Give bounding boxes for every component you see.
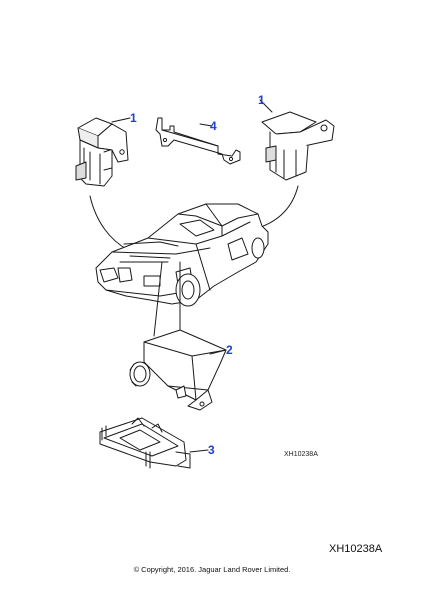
- control-module-part: [129, 329, 227, 411]
- callout-1-right: 1: [258, 93, 265, 107]
- car-illustration: [95, 203, 269, 307]
- mounting-bracket-part: [155, 117, 241, 165]
- sensor-right-part: [261, 111, 335, 181]
- copyright-notice: © Copyright, 2016. Jaguar Land Rover Lim…: [133, 565, 291, 574]
- callout-3: 3: [208, 443, 215, 457]
- module-bracket-part: [99, 417, 191, 469]
- diagram-ref-small: XH10238A: [284, 451, 318, 458]
- callout-4: 4: [210, 119, 217, 133]
- diagram-ref-code: XH10238A: [329, 543, 383, 555]
- callout-1-left: 1: [130, 111, 137, 125]
- sensor-left-part: [75, 117, 129, 187]
- callout-2: 2: [226, 343, 233, 357]
